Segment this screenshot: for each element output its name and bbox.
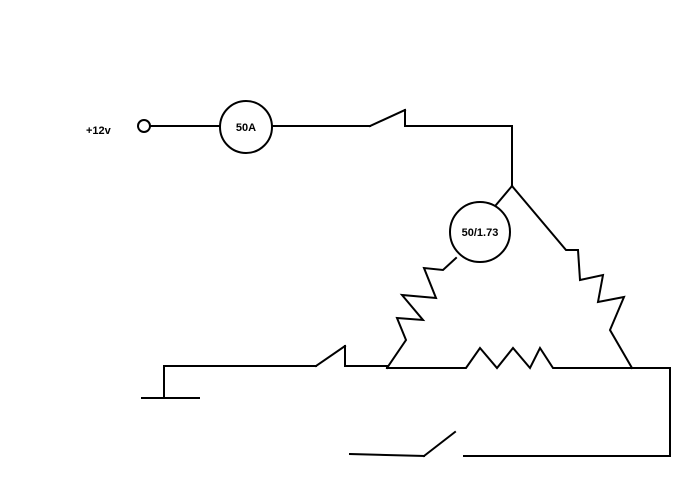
wire-switch-to-delta-top bbox=[404, 109, 513, 187]
wire-left-node-to-switch bbox=[344, 345, 388, 367]
bottom-resistor bbox=[386, 345, 633, 370]
bottom-switch-blade bbox=[422, 430, 457, 458]
branch-ammeter bbox=[449, 201, 511, 263]
supply-terminal bbox=[137, 119, 151, 133]
wire-switch-to-ground bbox=[163, 365, 317, 399]
supply-voltage-label: +12v bbox=[86, 125, 112, 137]
wire-bottom-switch-left bbox=[348, 452, 426, 458]
right-resistor bbox=[510, 184, 634, 370]
ground-switch-blade bbox=[314, 344, 347, 368]
main-ammeter-label: 50A bbox=[236, 122, 256, 134]
top-switch-blade bbox=[368, 108, 407, 128]
branch-ammeter-label: 50/1.73 bbox=[462, 227, 499, 239]
left-resistor bbox=[385, 256, 458, 370]
wire-top-to-branch-ammeter bbox=[494, 184, 514, 207]
wire-right-node-return bbox=[463, 367, 671, 457]
